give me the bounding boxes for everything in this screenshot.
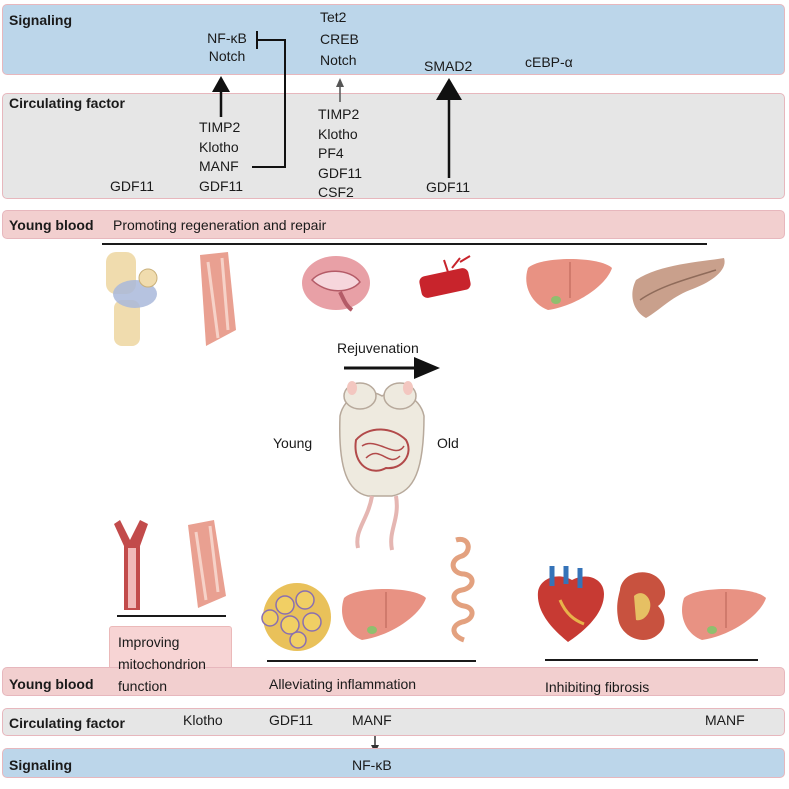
top-signaling-band: [2, 4, 785, 75]
top-young-blood-desc: Promoting regeneration and repair: [113, 217, 327, 233]
signal-cebp: cEBP-α: [525, 54, 573, 70]
bottom-divider-middle: [267, 660, 476, 662]
bottom-divider-right: [545, 659, 758, 661]
bottom-signal-nfkb: NF-κB: [352, 757, 392, 773]
rejuvenation-label: Rejuvenation: [337, 340, 419, 356]
inhibiting-label: Inhibiting fibrosis: [545, 679, 650, 695]
brain-icon: [302, 256, 370, 312]
top-circulating-label: Circulating factor: [9, 95, 125, 111]
liver-icon-top: [526, 259, 612, 310]
bottom-signaling-band: [2, 748, 785, 778]
improving-label: Improving mitochondrion function: [118, 634, 206, 694]
bottom-circ-manf: MANF: [352, 712, 392, 728]
arrow-col3: [436, 78, 462, 178]
top-young-blood-band: [2, 210, 785, 239]
kidney-icon: [617, 572, 666, 640]
parabiotic-mice-icon: [339, 381, 425, 551]
liver-icon-middle: [342, 589, 426, 640]
bottom-circulating-label: Circulating factor: [9, 715, 125, 731]
signal-col1: NF-κB Notch: [207, 30, 247, 64]
bottom-circ-klotho: Klotho: [183, 712, 223, 728]
top-signaling-label: Signaling: [9, 12, 72, 28]
bottom-signaling-label: Signaling: [9, 757, 72, 773]
muscle-icon-bottom: [188, 520, 226, 608]
bottom-circ-manf-right: MANF: [705, 712, 745, 728]
signal-col2: Tet2 CREB Notch: [320, 9, 359, 68]
circ-col2: TIMP2 Klotho PF4 GDF11 CSF2: [318, 106, 363, 200]
bottom-circ-gdf11: GDF11: [269, 712, 314, 728]
old-label: Old: [437, 435, 459, 451]
bottom-young-blood-band: [2, 667, 785, 696]
circ-col1: TIMP2 Klotho MANF GDF11: [199, 119, 244, 194]
pancreas-icon: [632, 258, 725, 318]
signal-smad2: SMAD2: [424, 58, 473, 74]
young-label: Young: [273, 435, 313, 451]
circ-gdf11-col0: GDF11: [110, 178, 155, 194]
bottom-divider-left: [117, 615, 226, 617]
blood-vessel-icon: [419, 255, 471, 298]
knee-joint-icon: [106, 252, 158, 346]
adipose-tissue-icon: [261, 583, 331, 651]
artery-icon: [114, 520, 148, 610]
top-circulating-band: [2, 93, 785, 199]
arrow-col1: [212, 76, 230, 117]
liver-icon-bottom: [682, 589, 766, 640]
heart-icon: [537, 566, 604, 642]
bottom-circulating-band: [2, 708, 785, 736]
arrow-col2: [336, 78, 344, 102]
rejuvenation-arrow: [344, 357, 440, 379]
bottom-young-blood-label: Young blood: [9, 676, 94, 692]
intestine-icon: [450, 536, 475, 643]
top-young-blood-label: Young blood: [9, 217, 94, 233]
top-divider-line: [102, 243, 707, 245]
inhibition-bracket: [252, 31, 286, 168]
alleviating-label: Alleviating inflammation: [269, 676, 417, 692]
circ-gdf11-col3: GDF11: [426, 179, 471, 195]
muscle-icon: [200, 252, 236, 346]
